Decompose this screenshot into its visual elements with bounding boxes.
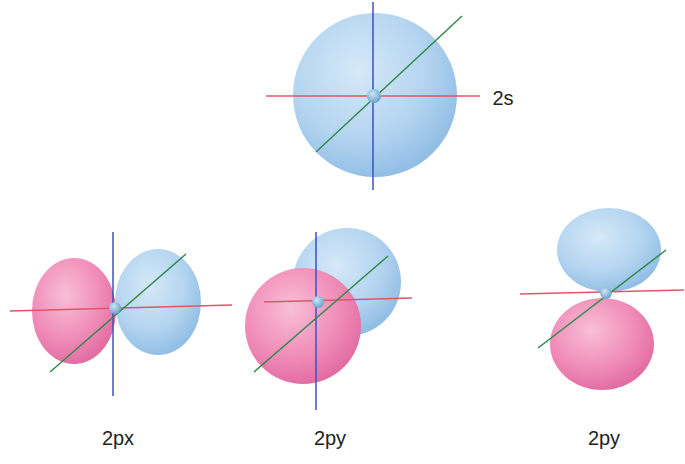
y-axis xyxy=(316,16,462,152)
orbital-label: 2px xyxy=(102,427,134,450)
s-lobe xyxy=(293,13,457,177)
orbital-label: 2py xyxy=(588,427,620,450)
z-axis xyxy=(315,232,317,410)
px-orbital xyxy=(10,232,232,396)
py-orbital xyxy=(245,228,412,410)
positive-lobe xyxy=(115,249,201,355)
orbital-label: 2py xyxy=(314,427,346,450)
negative-lobe xyxy=(550,298,654,390)
y-axis xyxy=(254,256,388,372)
z-axis xyxy=(112,232,114,396)
y-axis xyxy=(50,254,186,372)
orbital-label: 2s xyxy=(492,87,513,110)
nucleus xyxy=(312,296,324,308)
s-orbital xyxy=(266,2,480,190)
pz-orbital xyxy=(520,208,684,390)
y-axis xyxy=(538,250,666,348)
nucleus xyxy=(109,302,121,314)
negative-lobe xyxy=(32,258,116,364)
nucleus xyxy=(367,89,381,103)
positive-lobe xyxy=(557,208,661,292)
negative-lobe xyxy=(245,268,361,384)
nucleus xyxy=(600,287,612,299)
